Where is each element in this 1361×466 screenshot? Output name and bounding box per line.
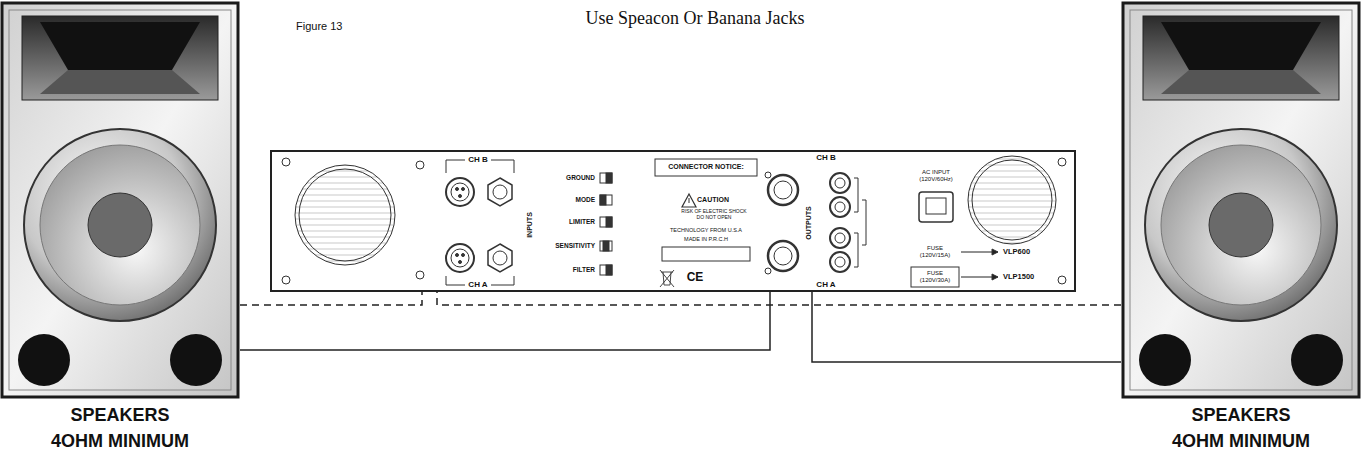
panel-label: FUSE (120V/30A): [914, 270, 956, 284]
panel-label: RISK OF ELECTRIC SHOCK DO NOT OPEN: [678, 209, 750, 221]
panel-label: OUTPUTS: [805, 206, 813, 239]
panel-label: VLP600: [1003, 248, 1030, 257]
panel-label: FILTER: [573, 266, 595, 273]
panel-label: CH B: [468, 155, 488, 164]
amplifier-panel: CH B INPUTS CH A GROUND MODE LIMITER SENSITIVI…: [270, 150, 1076, 292]
panel-label: INPUTS: [526, 212, 534, 238]
amplifier-panel-parts: [282, 156, 1066, 287]
panel-label: MADE IN P.R.C.H: [684, 236, 728, 242]
figure-number: Figure 13: [296, 20, 342, 32]
speaker-cable: [812, 292, 1121, 362]
speaker-label: SPEAKERS 4OHM MINIMUM: [1169, 402, 1314, 454]
speaker-node: SPEAKERS 4OHM MINIMUM: [0, 0, 240, 455]
speaker-cable: [240, 292, 422, 305]
panel-label: AC INPUT (120V/60Hz): [911, 169, 961, 183]
panel-label: MODE: [576, 196, 596, 203]
panel-label: CH A: [468, 280, 487, 289]
speaker-node: SPEAKERS 4OHM MINIMUM: [1121, 0, 1361, 455]
panel-label: GROUND: [566, 174, 595, 181]
speaker-label: SPEAKERS 4OHM MINIMUM: [48, 402, 193, 454]
panel-label: CH B: [816, 153, 836, 162]
speaker-cabinet: [2, 3, 238, 397]
panel-label: LIMITER: [569, 218, 595, 225]
panel-label: CONNECTOR NOTICE:: [668, 163, 744, 171]
panel-label: CAUTION: [697, 196, 729, 204]
diagram-title: Use Speacon Or Banana Jacks: [586, 8, 805, 29]
panel-label: FUSE (120V/15A): [914, 245, 956, 259]
speaker-cable: [437, 292, 1121, 305]
panel-label: SENSITIVITY: [555, 242, 595, 249]
panel-label: CE: [687, 271, 704, 285]
panel-label: VLP1500: [1003, 273, 1034, 282]
speaker-cabinet: [1123, 3, 1359, 397]
panel-label: CH A: [816, 280, 835, 289]
panel-label: TECHNOLOGY FROM U.S.A: [670, 227, 742, 233]
speaker-cable: [240, 292, 770, 350]
